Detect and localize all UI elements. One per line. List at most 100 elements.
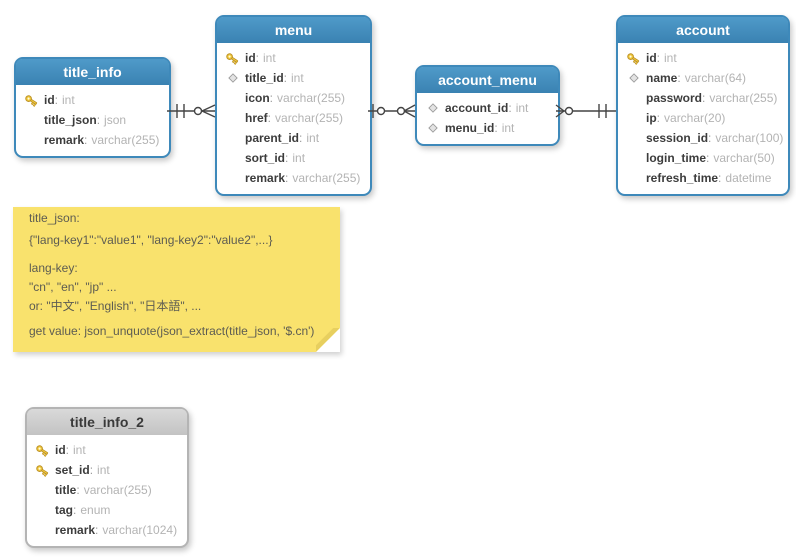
- primary-key-icon: [625, 51, 642, 66]
- field-type: int: [515, 101, 529, 115]
- table-header: title_info: [16, 59, 169, 85]
- table-row: href:varchar(255): [217, 108, 370, 128]
- field-type: int: [73, 443, 86, 457]
- table-body: id:int name:varchar(64) password:varchar…: [618, 43, 788, 194]
- field-colon: :: [255, 51, 260, 65]
- index-diamond-icon: [424, 101, 441, 116]
- table-body: id:int set_id:int title:varchar(255) tag…: [27, 435, 187, 546]
- field-name: remark: [245, 171, 286, 185]
- field-type: varchar(255): [277, 91, 346, 105]
- field-colon: :: [656, 111, 661, 125]
- icon-spacer: [34, 483, 51, 498]
- table-row: ip:varchar(20): [618, 108, 788, 128]
- table-row: id:int: [618, 48, 788, 68]
- primary-key-icon: [34, 463, 51, 478]
- field-colon: :: [677, 71, 681, 85]
- field-type: int: [62, 93, 75, 107]
- field-name: id: [44, 93, 55, 107]
- note-line: "cn", "en", "jp" ...: [29, 280, 117, 294]
- table-row: title:varchar(255): [27, 480, 187, 500]
- field-type: int: [263, 51, 276, 65]
- field-name: id: [245, 51, 256, 65]
- primary-key-icon: [224, 51, 241, 66]
- table-row: remark:varchar(255): [217, 168, 370, 188]
- table-header: title_info_2: [27, 409, 187, 435]
- table-name: account: [676, 22, 730, 38]
- table-body: account_id:int menu_id:int: [417, 93, 558, 144]
- relationship-account-menu-account: [555, 104, 616, 118]
- field-colon: :: [285, 171, 289, 185]
- table-title-info[interactable]: title_info id:int title_json:json remark…: [14, 57, 171, 158]
- field-name: title: [55, 483, 77, 497]
- icon-spacer: [224, 131, 241, 146]
- table-row: set_id:int: [27, 460, 187, 480]
- table-name: menu: [274, 22, 313, 38]
- index-diamond-icon: [224, 71, 241, 86]
- field-name: login_time: [646, 151, 707, 165]
- table-name: title_info: [63, 64, 122, 80]
- table-body: id:int title_json:json remark:varchar(25…: [16, 85, 169, 156]
- field-type: json: [104, 113, 127, 127]
- field-colon: :: [708, 131, 712, 145]
- field-type: datetime: [725, 171, 772, 185]
- table-row: refresh_time:datetime: [618, 168, 788, 188]
- field-colon: :: [84, 133, 88, 147]
- field-type: int: [291, 71, 304, 85]
- table-row: title_id:int: [217, 68, 370, 88]
- field-name: password: [646, 91, 703, 105]
- field-name: menu_id: [445, 121, 495, 135]
- field-name: ip: [646, 111, 657, 125]
- icon-spacer: [224, 91, 241, 106]
- field-colon: :: [299, 131, 303, 145]
- note-line: title_json:: [29, 211, 80, 225]
- icon-spacer: [34, 523, 51, 538]
- table-row: menu_id:int: [417, 118, 558, 138]
- field-colon: :: [285, 151, 289, 165]
- table-title-info-2[interactable]: title_info_2 id:int set_id:int title:var…: [25, 407, 189, 548]
- table-account-menu[interactable]: account_menu account_id:int menu_id:int: [415, 65, 560, 146]
- field-colon: :: [718, 171, 722, 185]
- table-row: remark:varchar(255): [16, 130, 169, 150]
- table-row: account_id:int: [417, 98, 558, 118]
- table-header: account: [618, 17, 788, 43]
- index-diamond-icon: [424, 121, 441, 136]
- table-row: remark:varchar(1024): [27, 520, 187, 540]
- field-type: varchar(100): [715, 131, 784, 145]
- field-type: enum: [80, 503, 111, 517]
- icon-spacer: [224, 171, 241, 186]
- table-menu[interactable]: menu id:int title_id:int icon:varchar(25…: [215, 15, 372, 196]
- field-name: title_json: [44, 113, 97, 127]
- table-row: id:int: [217, 48, 370, 68]
- field-colon: :: [269, 91, 274, 105]
- table-row: session_id:varchar(100): [618, 128, 788, 148]
- icon-spacer: [625, 151, 642, 166]
- icon-spacer: [625, 91, 642, 106]
- field-name: icon: [245, 91, 270, 105]
- table-row: login_time:varchar(50): [618, 148, 788, 168]
- field-colon: :: [702, 91, 706, 105]
- field-colon: :: [95, 523, 99, 537]
- field-colon: :: [89, 463, 94, 477]
- field-type: varchar(1024): [102, 523, 178, 537]
- sticky-note[interactable]: title_json: {"lang-key1":"value1", "lang…: [13, 207, 340, 352]
- table-account[interactable]: account id:int name:varchar(64) password…: [616, 15, 790, 196]
- table-name: title_info_2: [70, 414, 144, 430]
- field-type: varchar(255): [275, 111, 344, 125]
- field-colon: :: [54, 93, 59, 107]
- field-colon: :: [656, 51, 661, 65]
- table-body: id:int title_id:int icon:varchar(255) hr…: [217, 43, 370, 194]
- table-row: title_json:json: [16, 110, 169, 130]
- index-diamond-icon: [625, 71, 642, 86]
- field-type: int: [292, 151, 306, 165]
- field-type: varchar(255): [709, 91, 778, 105]
- table-row: parent_id:int: [217, 128, 370, 148]
- field-colon: :: [706, 151, 710, 165]
- table-row: password:varchar(255): [618, 88, 788, 108]
- field-type: varchar(255): [91, 133, 160, 147]
- icon-spacer: [625, 171, 642, 186]
- field-colon: :: [283, 71, 288, 85]
- table-row: sort_id:int: [217, 148, 370, 168]
- field-type: int: [97, 463, 110, 477]
- field-name: remark: [44, 133, 85, 147]
- table-header: account_menu: [417, 67, 558, 93]
